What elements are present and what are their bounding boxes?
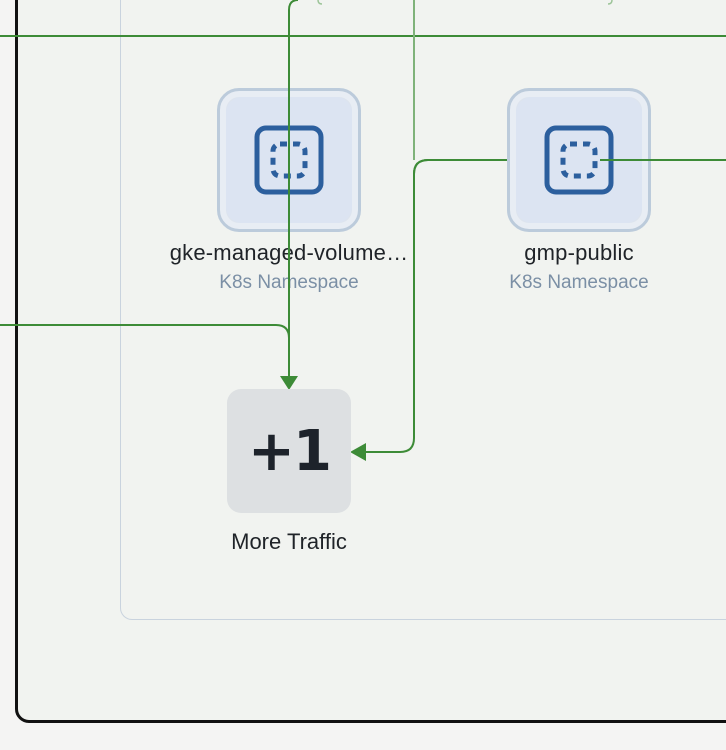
arrow-head [280, 376, 298, 390]
node-type: K8s Namespace [219, 272, 359, 293]
traffic-edge [0, 324, 290, 378]
namespace-icon [254, 125, 324, 195]
more-traffic-label: More Traffic [231, 529, 347, 554]
namespace-icon [544, 125, 614, 195]
node-name: gmp-public [524, 240, 634, 265]
node-type: K8s Namespace [509, 272, 649, 293]
more-traffic-node[interactable]: +1 More Traffic [164, 389, 414, 555]
traffic-edge [607, 0, 613, 5]
namespace-node[interactable]: gmp-public K8s Namespace [454, 88, 704, 294]
traffic-edge [317, 0, 323, 5]
node-name: gke-managed-volume… [169, 240, 409, 265]
traffic-edge [288, 0, 299, 378]
more-count[interactable]: +1 [227, 389, 351, 513]
node-tile[interactable] [217, 88, 361, 232]
arrow-head [350, 443, 366, 461]
node-tile[interactable] [507, 88, 651, 232]
namespace-node[interactable]: gke-managed-volume… K8s Namespace [164, 88, 414, 294]
